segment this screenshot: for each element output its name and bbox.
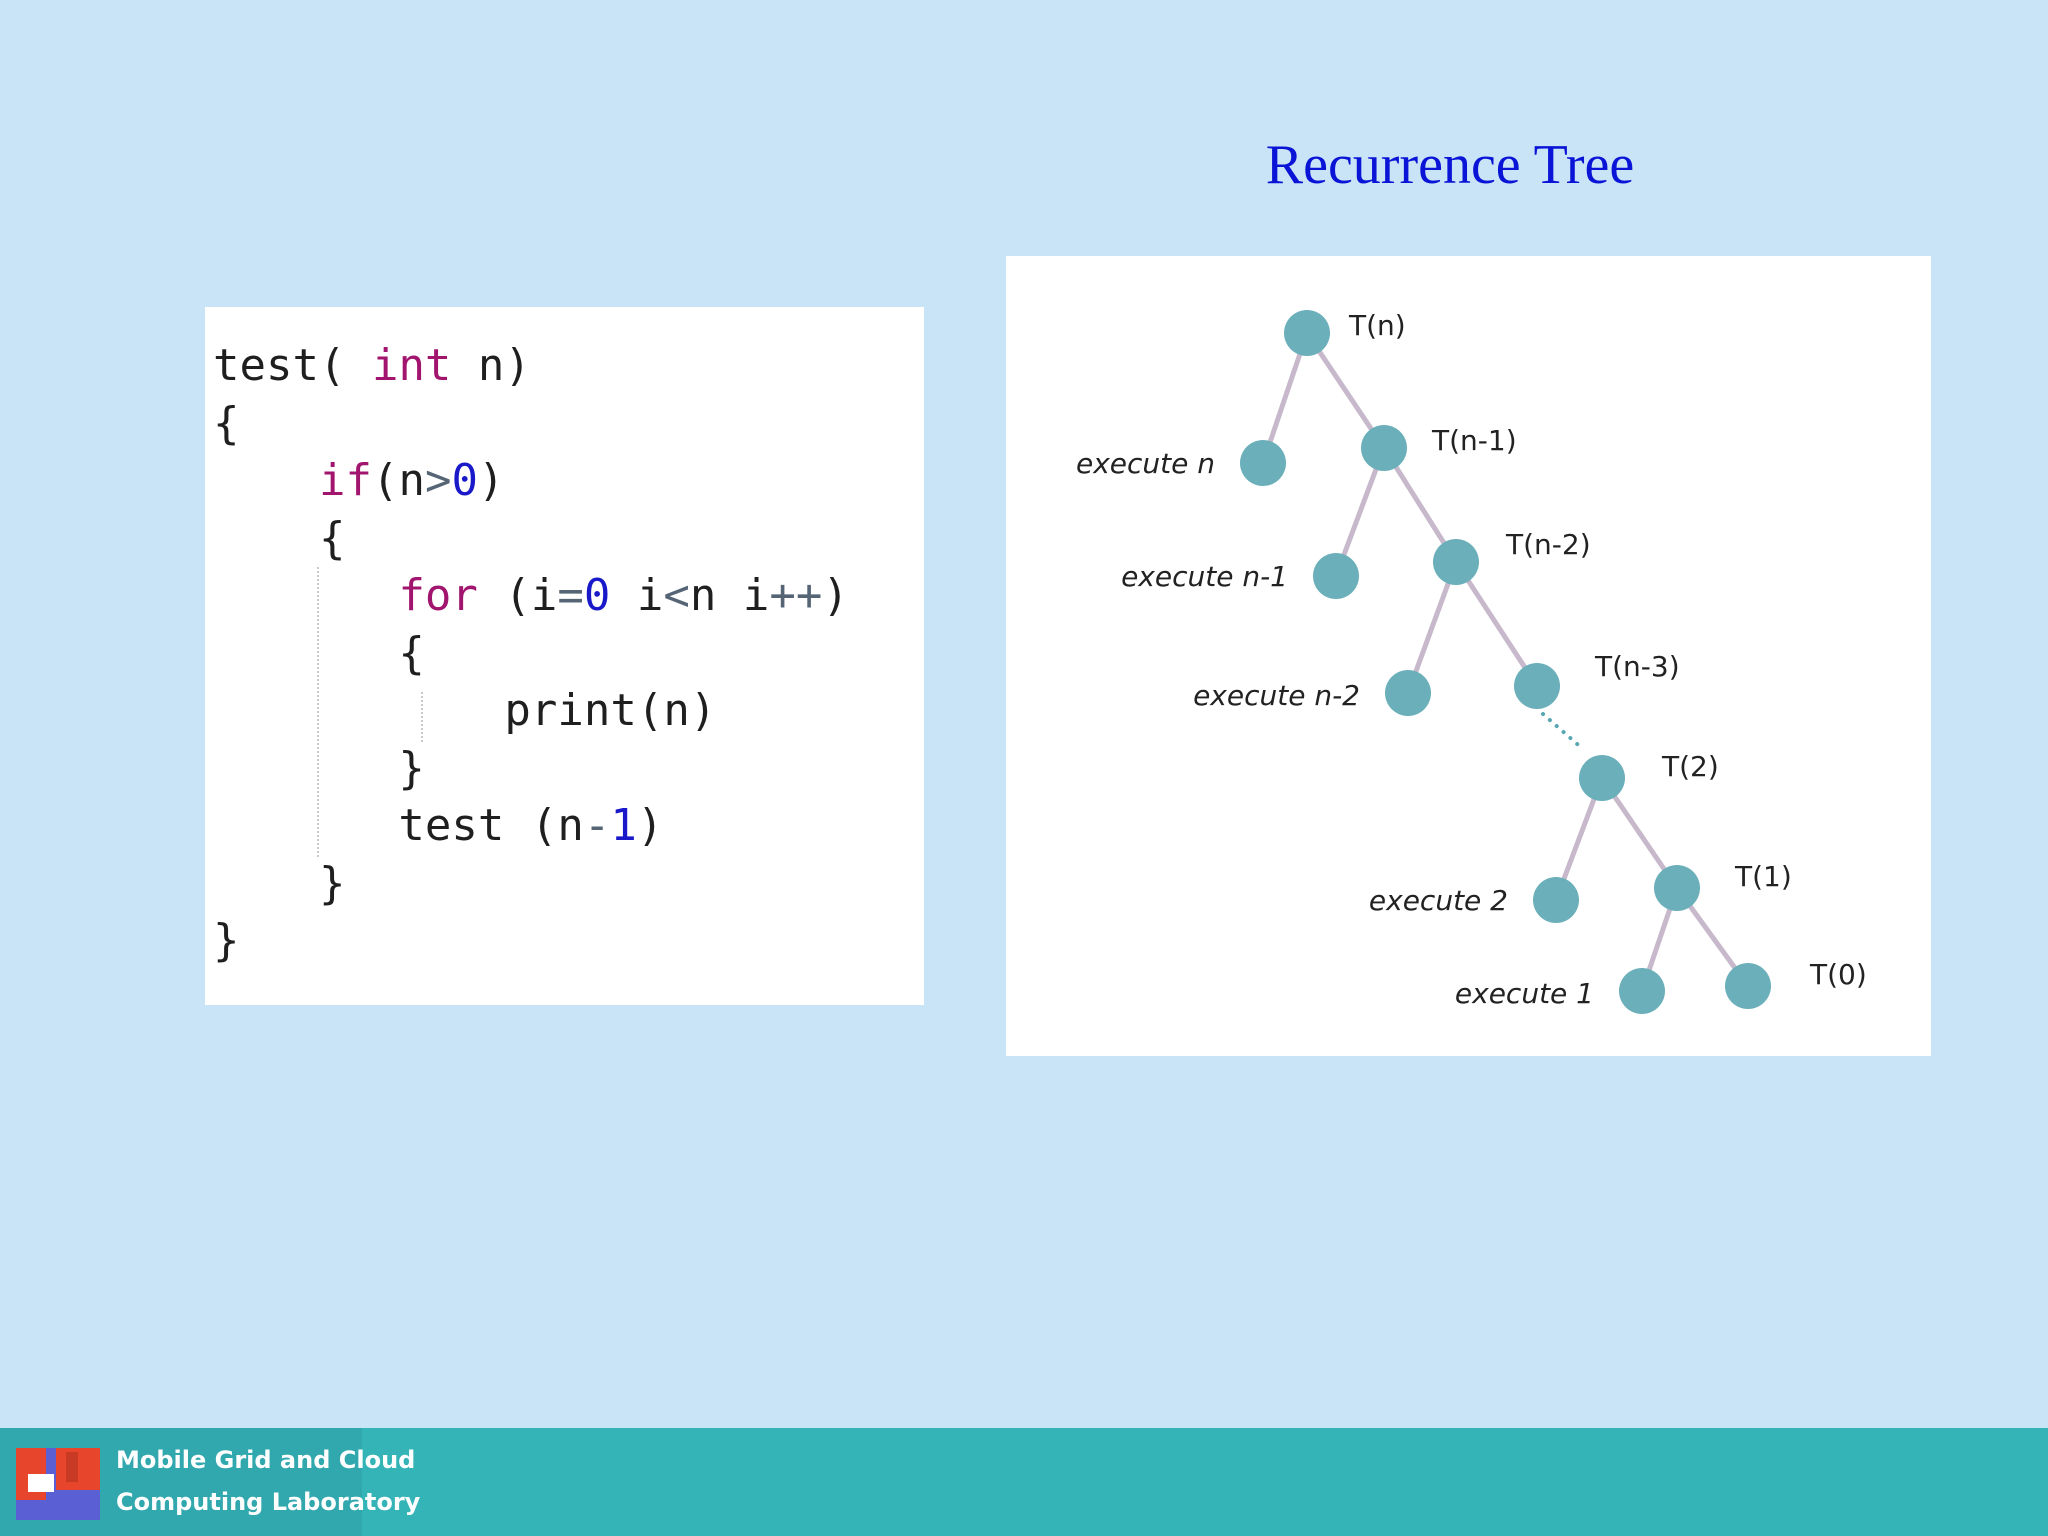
lab-name-line2: Computing Laboratory [116, 1488, 421, 1516]
tree-node-Tn [1284, 310, 1330, 356]
code-token: (n [371, 455, 425, 506]
lab-logo: Mobile Grid and Cloud Computing Laborato… [0, 1428, 420, 1536]
tree-label-En2: execute n-2 [1193, 679, 1360, 712]
tree-edge-Tn-Tn1 [1304, 330, 1387, 451]
code-token: { [213, 627, 425, 679]
code-line: for (i=0 i<n i++) [213, 567, 849, 625]
code-token: } [213, 915, 240, 966]
tree-node-T2 [1579, 755, 1625, 801]
code-line: print(n) [213, 682, 716, 740]
footer-bar: Mobile Grid and Cloud Computing Laborato… [0, 1428, 2048, 1536]
tree-node-En1 [1313, 553, 1359, 599]
code-token: for [398, 570, 478, 621]
tree-ellipsis-Tn3-T2 [1541, 712, 1586, 752]
code-token: n i [689, 570, 770, 621]
recurrence-tree: T(n) execute n T(n-1) execute n-1 T(n-2) exec… [1076, 309, 1867, 1014]
tree-label-En: execute n [1076, 447, 1215, 480]
code-token: int [371, 340, 452, 391]
lab-logo-icon [16, 1448, 100, 1520]
code-token: { [213, 397, 240, 449]
tree-node-T0 [1725, 963, 1771, 1009]
code-token: ++ [769, 570, 823, 621]
code-token: test (n [213, 800, 584, 851]
code-line: { [213, 510, 346, 568]
indent-guide-inner [421, 692, 423, 742]
tree-node-T1 [1654, 865, 1700, 911]
code-token: if [318, 455, 372, 506]
tree-edge-Tn2-Tn3 [1453, 559, 1540, 689]
tree-label-Tn3: T(n-3) [1594, 650, 1680, 683]
code-line: test( int n) [213, 337, 531, 395]
code-token: ) [636, 800, 664, 851]
code-token: n) [451, 340, 531, 391]
tree-label-T2: T(2) [1661, 750, 1719, 783]
lab-name-line1: Mobile Grid and Cloud [116, 1446, 416, 1474]
code-line: } [213, 855, 346, 913]
tree-node-E1 [1619, 968, 1665, 1014]
code-line: { [213, 395, 240, 453]
tree-label-En1: execute n-1 [1121, 560, 1288, 593]
code-token: ) [822, 570, 849, 621]
code-token: } [213, 742, 425, 794]
slide-title: Recurrence Tree [1265, 134, 1635, 196]
code-token: - [583, 800, 611, 851]
code-token [213, 455, 319, 506]
code-token: test( [213, 340, 372, 391]
tree-node-En [1240, 440, 1286, 486]
tree-node-Tn1 [1361, 425, 1407, 471]
tree-label-Tn: T(n) [1348, 309, 1406, 342]
code-token: (i [477, 570, 558, 621]
code-token [213, 570, 398, 621]
code-token: print(n) [213, 685, 717, 736]
tree-node-En2 [1385, 670, 1431, 716]
code-token: 0 [451, 455, 478, 506]
code-line: test (n-1) [213, 797, 663, 855]
tree-label-E1: execute 1 [1455, 977, 1594, 1010]
tree-label-T0: T(0) [1809, 958, 1867, 991]
tree-label-Tn2: T(n-2) [1505, 528, 1591, 561]
code-token: = [557, 570, 584, 621]
tree-label-E2: execute 2 [1369, 884, 1508, 917]
code-token: < [663, 570, 690, 621]
code-line: } [213, 740, 425, 798]
code-token: } [213, 857, 346, 909]
recurrence-tree-panel: T(n) execute n T(n-1) execute n-1 T(n-2) exec… [1006, 256, 1931, 1056]
tree-label-Tn1: T(n-1) [1431, 424, 1517, 457]
tree-node-Tn3 [1514, 663, 1560, 709]
tree-edge-Tn2-En2 [1405, 559, 1459, 696]
code-token: > [424, 455, 452, 506]
tree-node-E2 [1533, 877, 1579, 923]
code-token: ) [477, 455, 505, 506]
tree-label-T1: T(1) [1734, 860, 1792, 893]
code-token: i [610, 570, 664, 621]
code-line: } [213, 912, 240, 970]
code-line: if(n>0) [213, 452, 504, 510]
code-token: 0 [583, 570, 611, 621]
code-token: 1 [610, 800, 637, 851]
code-token: { [213, 512, 346, 564]
code-panel: test( int n){ if(n>0) { for (i=0 i<n i++… [205, 307, 924, 1005]
code-line: { [213, 625, 425, 683]
tree-node-Tn2 [1433, 539, 1479, 585]
indent-guide-outer [317, 567, 319, 857]
